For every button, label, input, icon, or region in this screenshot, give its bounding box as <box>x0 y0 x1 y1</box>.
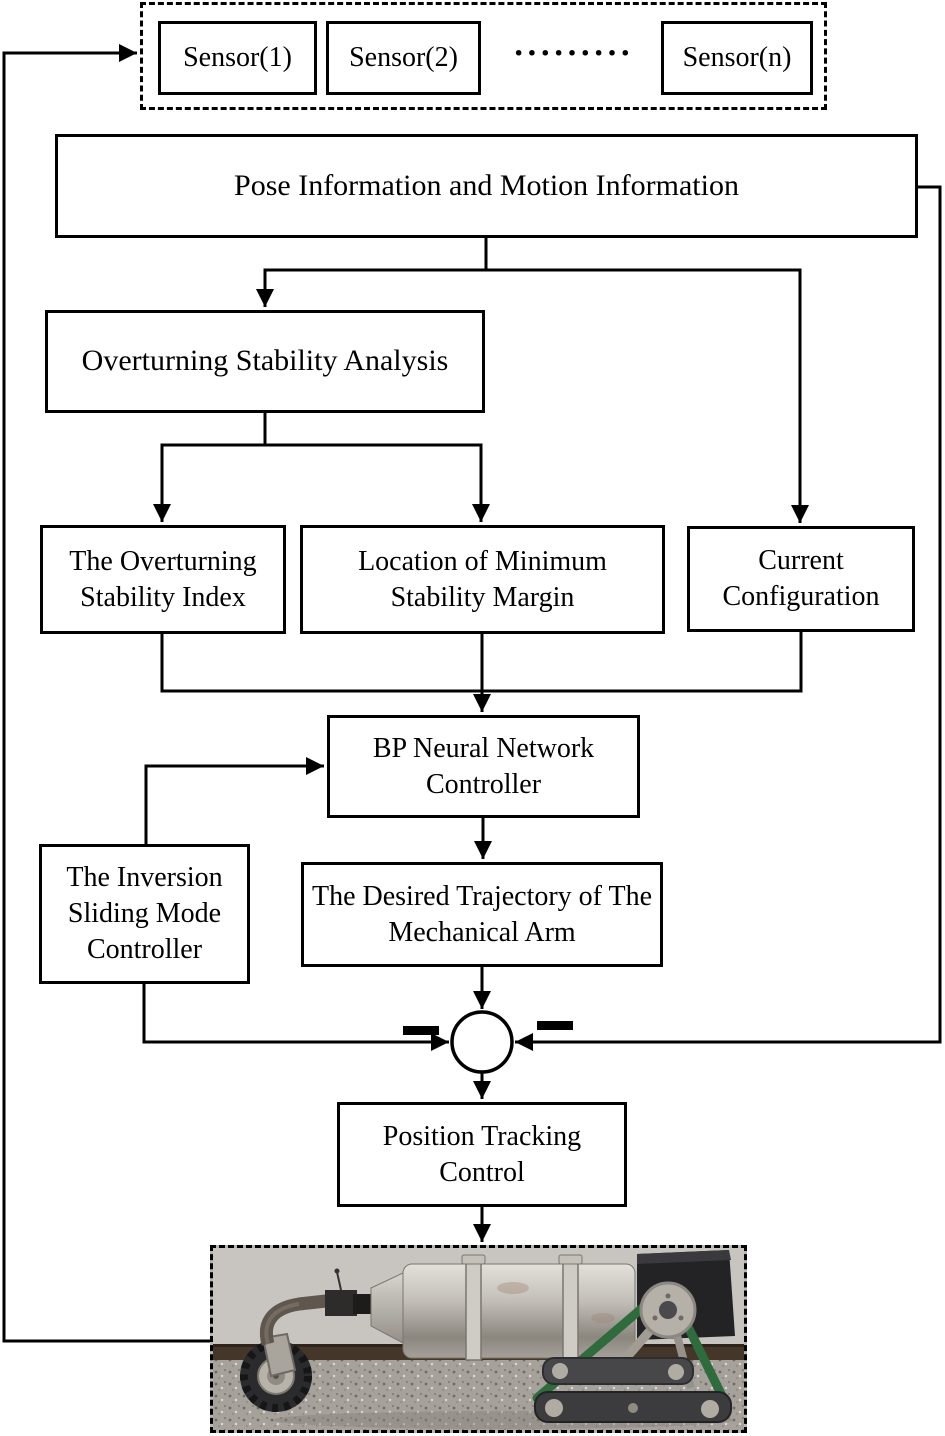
robot-front-wheel <box>240 1332 312 1412</box>
feedback-left-line <box>2 44 212 1343</box>
sensor-ellipsis: ········· <box>512 35 634 72</box>
robot-photo <box>210 1245 747 1433</box>
desired-trajectory-box: The Desired Trajectory of The Mechanical… <box>301 862 663 967</box>
stability-margin-box: Location of Minimum Stability Margin <box>300 525 665 634</box>
robot-photo-art <box>213 1248 744 1430</box>
minus-sign-right <box>537 1021 573 1030</box>
current-configuration-box: Current Configuration <box>687 526 915 632</box>
sensor-bank: Sensor(1) Sensor(2) Sensor(n) ········· <box>140 2 827 110</box>
pose-information-box: Pose Information and Motion Information <box>55 134 918 238</box>
sensor-1-box: Sensor(1) <box>158 21 317 95</box>
feedback-right-line <box>515 185 942 1051</box>
robot-elbow-arm <box>259 1268 373 1346</box>
stability-analysis-box: Overturning Stability Analysis <box>45 310 485 413</box>
sensor-2-box: Sensor(2) <box>326 21 481 95</box>
robot-steel-body <box>370 1254 636 1361</box>
summing-junction <box>450 1010 514 1074</box>
robot-track-assembly <box>532 1281 732 1423</box>
bp-controller-box: BP Neural Network Controller <box>327 715 640 818</box>
minus-sign-left <box>403 1026 439 1035</box>
stability-index-box: The Overturning Stability Index <box>40 525 286 634</box>
sensor-n-box: Sensor(n) <box>661 21 813 95</box>
position-tracking-box: Position Tracking Control <box>337 1102 627 1207</box>
inversion-controller-box: The Inversion Sliding Mode Controller <box>39 844 250 984</box>
